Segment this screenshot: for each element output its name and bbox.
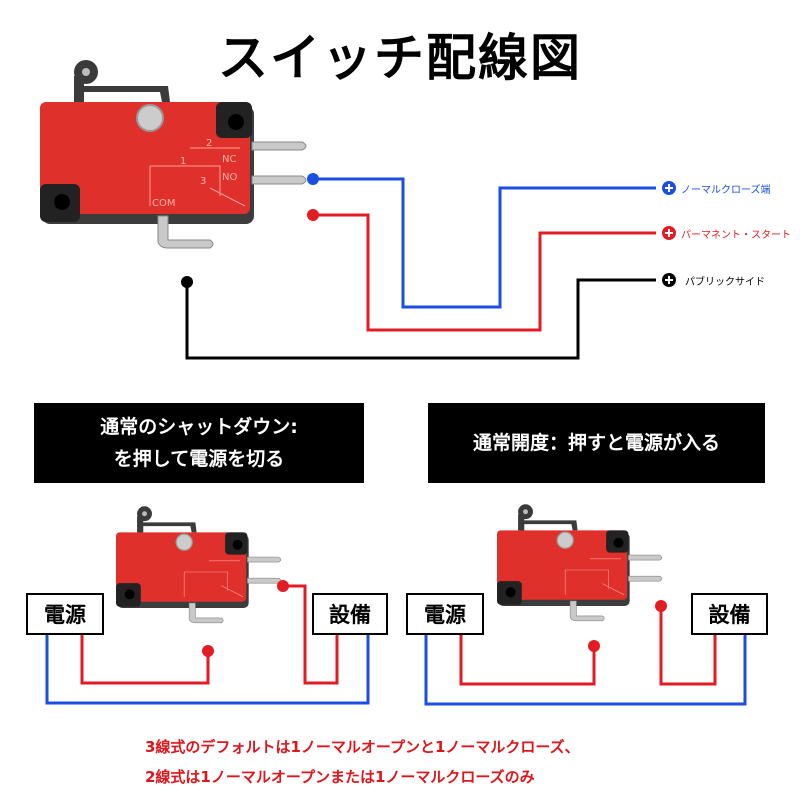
left-nc-dot bbox=[277, 580, 289, 592]
banner-no-line1: 通常開度：押すと電源が入る bbox=[472, 432, 720, 454]
pin1-label: 1 bbox=[180, 156, 186, 167]
left-red-wire-nc bbox=[283, 584, 339, 685]
blue-wire-nc bbox=[313, 177, 656, 309]
right-red-wire-no bbox=[659, 606, 717, 686]
power-box-right: 電源 bbox=[406, 593, 484, 635]
left-red-wire-com bbox=[80, 633, 210, 685]
page-title: スイッチ配線図 bbox=[218, 29, 582, 87]
legend-label-no: パーマネント・スタート bbox=[681, 230, 791, 241]
nc-terminal-dot bbox=[307, 173, 319, 185]
no-label: NO bbox=[222, 172, 237, 183]
banner-normally-closed: 通常のシャットダウン: を押して電源を切る bbox=[34, 403, 364, 483]
legend-label-com: パブリックサイド bbox=[685, 277, 765, 288]
left-com-dot bbox=[202, 645, 214, 657]
right-red-wire-com bbox=[459, 633, 596, 686]
switch-image-right bbox=[496, 503, 663, 622]
right-blue-wire bbox=[424, 633, 747, 706]
legend-label-nc: ノーマルクローズ端 bbox=[681, 185, 771, 196]
banner-nc-line2: を押して電源を切る bbox=[113, 448, 285, 470]
legend-icon-red bbox=[662, 226, 676, 240]
nc-label: NC bbox=[222, 154, 236, 165]
switch-image-left bbox=[115, 505, 282, 624]
legend-icon-blue bbox=[662, 181, 676, 195]
pin3-label: 3 bbox=[200, 176, 206, 187]
com-label: COM bbox=[152, 198, 175, 209]
banner-normally-open: 通常開度：押すと電源が入る bbox=[428, 403, 765, 483]
banner-nc-line1: 通常のシャットダウン: bbox=[100, 416, 298, 438]
black-wire-com bbox=[185, 278, 656, 360]
equipment-box-left: 設備 bbox=[312, 593, 388, 635]
power-box-left: 電源 bbox=[26, 593, 104, 635]
no-terminal-dot bbox=[307, 209, 319, 221]
left-blue-wire bbox=[45, 633, 370, 705]
pin2-label: 2 bbox=[206, 138, 212, 149]
red-wire-no bbox=[313, 213, 656, 332]
right-com-dot bbox=[588, 640, 600, 652]
note-three-wire: 3線式のデフォルトは1ノーマルオープンと1ノーマルクローズ、 bbox=[145, 738, 580, 756]
switch-image-top: 2 1 NC 3 NO COM bbox=[39, 59, 307, 249]
equipment-box-right: 設備 bbox=[691, 593, 768, 635]
legend-icon-black bbox=[662, 273, 676, 287]
com-terminal-dot bbox=[181, 276, 193, 288]
right-no-dot bbox=[655, 600, 667, 612]
note-two-wire: 2線式は1ノーマルオープンまたは1ノーマルクローズのみ bbox=[145, 768, 535, 786]
